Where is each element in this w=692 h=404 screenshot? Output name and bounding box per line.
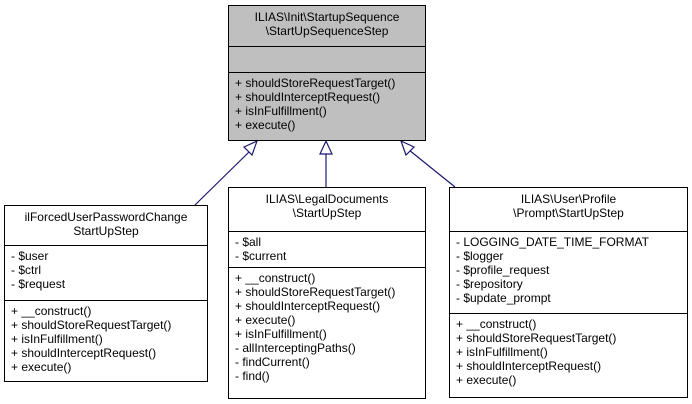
method: + __construct() (11, 304, 92, 318)
arrowhead-middle (319, 139, 333, 155)
arrowhead-right (399, 139, 416, 157)
attributes-section: - $user- $ctrl- $request (5, 245, 207, 300)
edge-left (194, 150, 251, 206)
method: + isInFulfillment() (235, 327, 327, 341)
method: + execute() (235, 313, 296, 327)
edge-right (408, 149, 456, 188)
title-line: ILIAS\User\Profile (520, 192, 617, 206)
class-ilforceduserpasswordchangestartupstep[interactable]: ilForcedUserPasswordChange StartUpStep -… (4, 205, 208, 382)
methods-section: + __construct()+ shouldStoreRequestTarge… (229, 267, 425, 386)
attribute: - $request (11, 277, 66, 291)
method: + isInFulfillment() (235, 104, 327, 118)
method: + __construct() (235, 271, 316, 285)
class-title: ILIAS\User\Profile \Prompt\StartUpStep (450, 188, 687, 231)
class-title: ilForcedUserPasswordChange StartUpStep (5, 206, 207, 245)
method: + shouldStoreRequestTarget() (11, 318, 172, 332)
class-startupsequencestep[interactable]: ILIAS\Init\StartupSequence \StartUpSeque… (228, 5, 426, 141)
class-title: ILIAS\LegalDocuments \StartUpStep (229, 188, 425, 231)
title-line: StartUpStep (73, 224, 139, 238)
method: + shouldInterceptRequest() (235, 90, 381, 104)
method: + shouldStoreRequestTarget() (235, 285, 396, 299)
method: + isInFulfillment() (456, 345, 548, 359)
class-user-profile-prompt-startupstep[interactable]: ILIAS\User\Profile \Prompt\StartUpStep -… (449, 187, 688, 398)
attribute: - LOGGING_DATE_TIME_FORMAT (456, 235, 649, 249)
title-line: \Prompt\StartUpStep (513, 206, 624, 220)
method: - allInterceptingPaths() (235, 341, 356, 355)
title-line: ilForcedUserPasswordChange (24, 210, 188, 224)
attribute: - $update_prompt (456, 291, 551, 305)
method: + execute() (235, 118, 296, 132)
method: + shouldInterceptRequest() (456, 359, 602, 373)
title-line: ILIAS\Init\StartupSequence (254, 10, 400, 24)
attributes-section: - LOGGING_DATE_TIME_FORMAT- $logger- $pr… (450, 231, 687, 313)
arrowhead-left (242, 139, 259, 157)
methods-section: + __construct()+ shouldStoreRequestTarge… (450, 313, 687, 390)
methods-section: + shouldStoreRequestTarget()+ shouldInte… (229, 72, 425, 135)
method: + isInFulfillment() (11, 332, 103, 346)
method: + __construct() (456, 317, 537, 331)
method: - findCurrent() (235, 355, 310, 369)
title-line: \StartUpStep (292, 206, 362, 220)
class-title: ILIAS\Init\StartupSequence \StartUpSeque… (229, 6, 425, 46)
class-legaldocuments-startupstep[interactable]: ILIAS\LegalDocuments \StartUpStep - $all… (228, 187, 426, 399)
attribute: - $user (11, 249, 49, 263)
attribute: - $current (235, 249, 287, 263)
attributes-section (229, 46, 425, 72)
method: + execute() (456, 373, 517, 387)
title-line: ILIAS\LegalDocuments (265, 192, 389, 206)
method: + shouldStoreRequestTarget() (235, 76, 396, 90)
attribute: - $profile_request (456, 263, 550, 277)
method: + shouldStoreRequestTarget() (456, 331, 617, 345)
attribute: - $all (235, 235, 262, 249)
attribute: - $repository (456, 277, 523, 291)
attributes-section: - $all- $current (229, 231, 425, 267)
attribute: - $logger (456, 249, 504, 263)
method: + execute() (11, 360, 72, 374)
attribute: - $ctrl (11, 263, 41, 277)
method: - find() (235, 369, 270, 383)
methods-section: + __construct()+ shouldStoreRequestTarge… (5, 300, 207, 377)
method: + shouldInterceptRequest() (235, 299, 381, 313)
title-line: \StartUpSequenceStep (265, 24, 389, 38)
method: + shouldInterceptRequest() (11, 346, 157, 360)
